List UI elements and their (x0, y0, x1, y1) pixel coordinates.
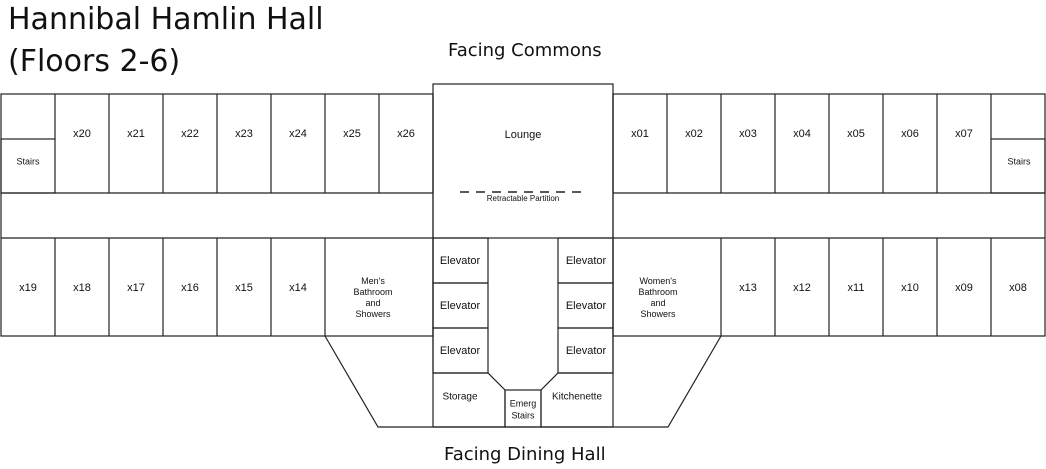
room-x03: x03 (739, 128, 757, 140)
elevator-left-label: Elevator (440, 345, 481, 357)
room-x22: x22 (181, 128, 199, 140)
stairs-left-label: Stairs (16, 156, 40, 166)
room-x14: x14 (289, 282, 307, 294)
mens-bathroom-label: Bathroom (353, 287, 392, 297)
womens-bathroom-label: Women's (639, 276, 677, 286)
room-x20: x20 (73, 128, 91, 140)
emerg-stairs-label: Emerg (510, 398, 537, 408)
elevator-left-label: Elevator (440, 300, 481, 312)
elevator-right-label: Elevator (566, 300, 607, 312)
room-x11: x11 (848, 282, 865, 294)
room-x09: x09 (955, 282, 973, 294)
room-x19: x19 (19, 282, 37, 294)
facing-dining-hall-label: Facing Dining Hall (444, 444, 606, 465)
room-x12: x12 (793, 282, 811, 294)
room-x17: x17 (127, 282, 145, 294)
emerg-stairs-outline (504, 389, 542, 428)
elevator-left-label: Elevator (440, 255, 481, 267)
lounge-outline (432, 83, 614, 239)
room-x10: x10 (901, 282, 919, 294)
room-x16: x16 (181, 282, 199, 294)
room-x21: x21 (127, 128, 145, 140)
room-x18: x18 (73, 282, 91, 294)
room-x05: x05 (847, 128, 865, 140)
stairs-left (0, 138, 56, 194)
room-x08: x08 (1009, 282, 1027, 294)
elevator-right-label: Elevator (566, 255, 607, 267)
mens-bathroom-label: Showers (355, 309, 391, 319)
stairs-right (990, 138, 1046, 194)
room-x06: x06 (901, 128, 919, 140)
room-x23: x23 (235, 128, 253, 140)
elevator-right-label: Elevator (566, 345, 607, 357)
mens-bathroom-label: Men's (361, 276, 385, 286)
lounge-label: Lounge (505, 129, 542, 141)
stairs-right-label: Stairs (1007, 156, 1031, 166)
emerg-stairs-label: Stairs (511, 410, 535, 420)
title-line-1: Hannibal Hamlin Hall (8, 2, 324, 37)
mens-bathroom-label: and (365, 298, 380, 308)
room-x04: x04 (793, 128, 811, 140)
room-x24: x24 (289, 128, 307, 140)
kitchenette-label: Kitchenette (552, 392, 602, 403)
storage-label: Storage (442, 392, 477, 403)
room-x07: x07 (955, 128, 973, 140)
room-x15: x15 (235, 282, 253, 294)
partition-label: Retractable Partition (487, 194, 559, 203)
facing-commons-label: Facing Commons (448, 40, 602, 61)
room-x13: x13 (739, 282, 757, 294)
womens-bathroom-label: and (650, 298, 665, 308)
room-x26: x26 (397, 128, 415, 140)
room-x01: x01 (631, 128, 649, 140)
title-line-2: (Floors 2-6) (8, 44, 181, 79)
womens-bathroom-label: Showers (640, 309, 676, 319)
room-x25: x25 (343, 128, 361, 140)
womens-bathroom-label: Bathroom (638, 287, 677, 297)
room-x02: x02 (685, 128, 703, 140)
